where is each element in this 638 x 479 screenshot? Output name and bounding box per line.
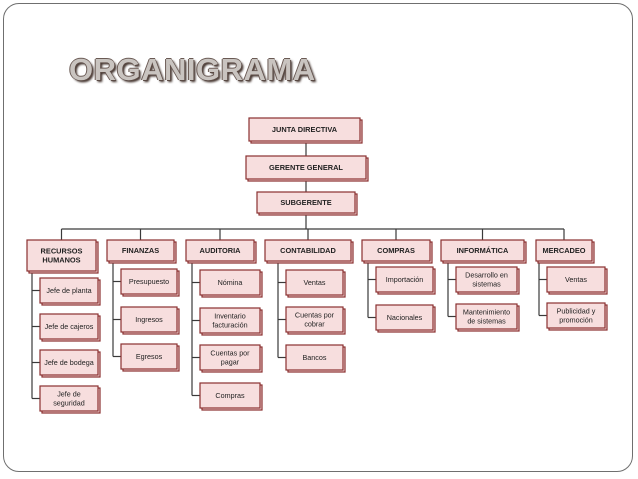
dept-box-auditoria: AUDITORIA xyxy=(185,239,257,264)
child-box-auditoria-0: Nómina xyxy=(199,269,263,298)
dept-box-informatica: INFORMÁTICA xyxy=(440,239,527,264)
child-box-compras-1-label: Nacionales xyxy=(387,313,423,322)
child-box-compras-0: Importación xyxy=(375,266,436,295)
dept-box-compras-label: COMPRAS xyxy=(377,246,415,255)
child-box-informatica-0-label: sistemas xyxy=(472,280,501,289)
child-box-finanzas-1: Ingresos xyxy=(120,306,180,335)
dept-box-informatica-label: INFORMÁTICA xyxy=(457,246,509,255)
child-box-auditoria-0-label: Nómina xyxy=(218,278,243,287)
child-box-mercadeo-0: Ventas xyxy=(546,266,608,295)
box-subgerente-label: SUBGERENTE xyxy=(280,198,331,207)
child-box-auditoria-1-label: facturación xyxy=(212,321,247,330)
box-subgerente: SUBGERENTE xyxy=(256,191,358,216)
child-box-finanzas-2: Egresos xyxy=(120,343,180,372)
box-junta: JUNTA DIRECTIVA xyxy=(248,117,363,144)
child-box-rrhh-0-label: Jefe de planta xyxy=(46,286,91,295)
child-box-mercadeo-1-label: promoción xyxy=(559,316,593,325)
child-box-mercadeo-0-label: Ventas xyxy=(565,275,587,284)
child-box-finanzas-0-label: Presupuesto xyxy=(129,277,169,286)
child-box-auditoria-2-label: pagar xyxy=(221,358,240,367)
child-box-contabilidad-1-label: cobrar xyxy=(304,320,325,329)
dept-box-contabilidad-label: CONTABILIDAD xyxy=(280,246,336,255)
dept-box-rrhh-label: HUMANOS xyxy=(42,256,80,265)
child-box-rrhh-0: Jefe de planta xyxy=(39,277,101,306)
dept-box-rrhh-label: RECURSOS xyxy=(41,247,83,256)
child-box-compras-0-label: Importación xyxy=(386,275,424,284)
dept-box-finanzas-label: FINANZAS xyxy=(122,246,159,255)
child-box-finanzas-1-label: Ingresos xyxy=(135,315,163,324)
child-box-mercadeo-1-label: Publicidad y xyxy=(557,307,596,316)
dept-box-contabilidad: CONTABILIDAD xyxy=(264,239,354,264)
child-box-informatica-0-label: Desarrollo en xyxy=(465,271,508,280)
child-box-contabilidad-1-label: Cuentas por xyxy=(295,311,335,320)
dept-box-finanzas: FINANZAS xyxy=(106,239,177,264)
child-box-compras-1: Nacionales xyxy=(375,304,436,333)
child-box-finanzas-0: Presupuesto xyxy=(120,268,180,297)
child-box-contabilidad-2: Bancos xyxy=(285,344,346,373)
child-box-contabilidad-0: Ventas xyxy=(285,269,346,298)
dept-box-compras: COMPRAS xyxy=(361,239,433,264)
child-box-auditoria-1-label: Inventario xyxy=(214,312,246,321)
slide-frame xyxy=(3,3,633,472)
dept-box-mercadeo: MERCADEO xyxy=(535,239,595,264)
child-box-rrhh-2: Jefe de bodega xyxy=(39,349,101,378)
dept-box-mercadeo-label: MERCADEO xyxy=(542,246,585,255)
child-box-auditoria-3: Compras xyxy=(199,382,263,411)
child-box-rrhh-1: Jefe de cajeros xyxy=(39,313,101,342)
child-box-auditoria-2-label: Cuentas por xyxy=(210,349,250,358)
box-gerente: GERENTE GENERAL xyxy=(245,155,369,182)
child-box-rrhh-3-label: Jefe de xyxy=(57,390,81,399)
child-box-rrhh-3-label: seguridad xyxy=(53,399,85,408)
box-gerente-label: GERENTE GENERAL xyxy=(269,163,343,172)
child-box-rrhh-1-label: Jefe de cajeros xyxy=(45,322,94,331)
box-junta-label: JUNTA DIRECTIVA xyxy=(272,125,338,134)
child-box-informatica-1-label: de sistemas xyxy=(467,317,506,326)
child-box-auditoria-3-label: Compras xyxy=(215,391,245,400)
child-box-rrhh-2-label: Jefe de bodega xyxy=(44,358,94,367)
child-box-informatica-1-label: Mantenimiento xyxy=(463,308,510,317)
child-box-contabilidad-2-label: Bancos xyxy=(303,353,327,362)
dept-box-auditoria-label: AUDITORIA xyxy=(200,246,242,255)
child-box-finanzas-2-label: Egresos xyxy=(136,352,163,361)
page-title: ORGANIGRAMA xyxy=(69,52,316,87)
child-box-contabilidad-0-label: Ventas xyxy=(304,278,326,287)
